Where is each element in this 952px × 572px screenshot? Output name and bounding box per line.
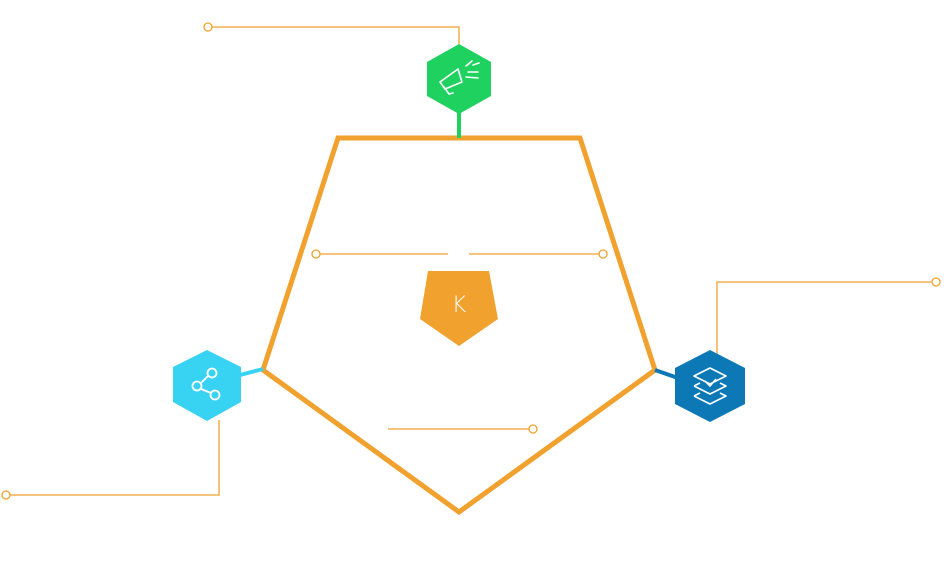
connector-right xyxy=(716,277,941,358)
center-badge-letter: K xyxy=(452,293,467,318)
share-node[interactable] xyxy=(173,350,241,421)
layers-icon xyxy=(693,367,727,405)
share-icon xyxy=(191,367,221,401)
center-pentagon-badge xyxy=(420,271,498,346)
main-pentagon-outline xyxy=(260,135,658,516)
marketing-node[interactable] xyxy=(427,44,491,114)
layers-node[interactable] xyxy=(675,350,745,422)
inner-line-left xyxy=(311,249,448,259)
layers-node-stem xyxy=(654,368,679,380)
connector-left xyxy=(1,420,220,500)
inner-line-bottom xyxy=(388,424,538,434)
marketing-hexagon xyxy=(427,44,491,114)
megaphone-icon xyxy=(439,60,480,95)
center-badge: K xyxy=(420,271,498,346)
connector-top-left xyxy=(203,22,460,45)
inner-line-right xyxy=(469,249,608,259)
share-node-stem xyxy=(239,367,264,377)
share-hexagon xyxy=(173,350,241,421)
